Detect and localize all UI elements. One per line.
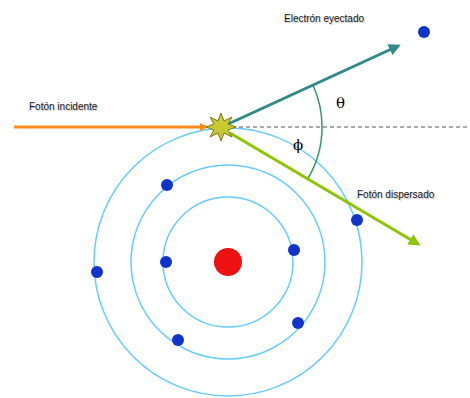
electron: [292, 317, 304, 329]
theta-symbol: θ: [335, 95, 346, 111]
incident-photon-arrow: [14, 126, 206, 129]
electron: [288, 244, 300, 256]
phi-arc: [307, 127, 322, 180]
incident-photon-label: Fotón incidente: [28, 101, 98, 113]
electron: [91, 266, 103, 278]
collision-burst: [206, 113, 236, 141]
outer-orbit: [94, 128, 362, 396]
nucleus: [214, 248, 242, 276]
electron: [351, 214, 363, 226]
phi-symbol: ϕ: [292, 137, 304, 153]
electron: [160, 256, 172, 268]
ejected-electron-label: Electrón eyectado: [283, 13, 365, 25]
ejected-electron: [418, 26, 430, 38]
theta-arc: [313, 85, 322, 127]
electrons: [91, 26, 430, 346]
inner-orbit: [163, 197, 293, 327]
electron: [161, 179, 173, 191]
middle-orbit: [131, 165, 325, 359]
reference-line: [232, 127, 470, 128]
electron-arrow: [226, 46, 398, 125]
electron: [172, 334, 184, 346]
scattered-photon-label: Fotón dispersado: [356, 189, 435, 201]
